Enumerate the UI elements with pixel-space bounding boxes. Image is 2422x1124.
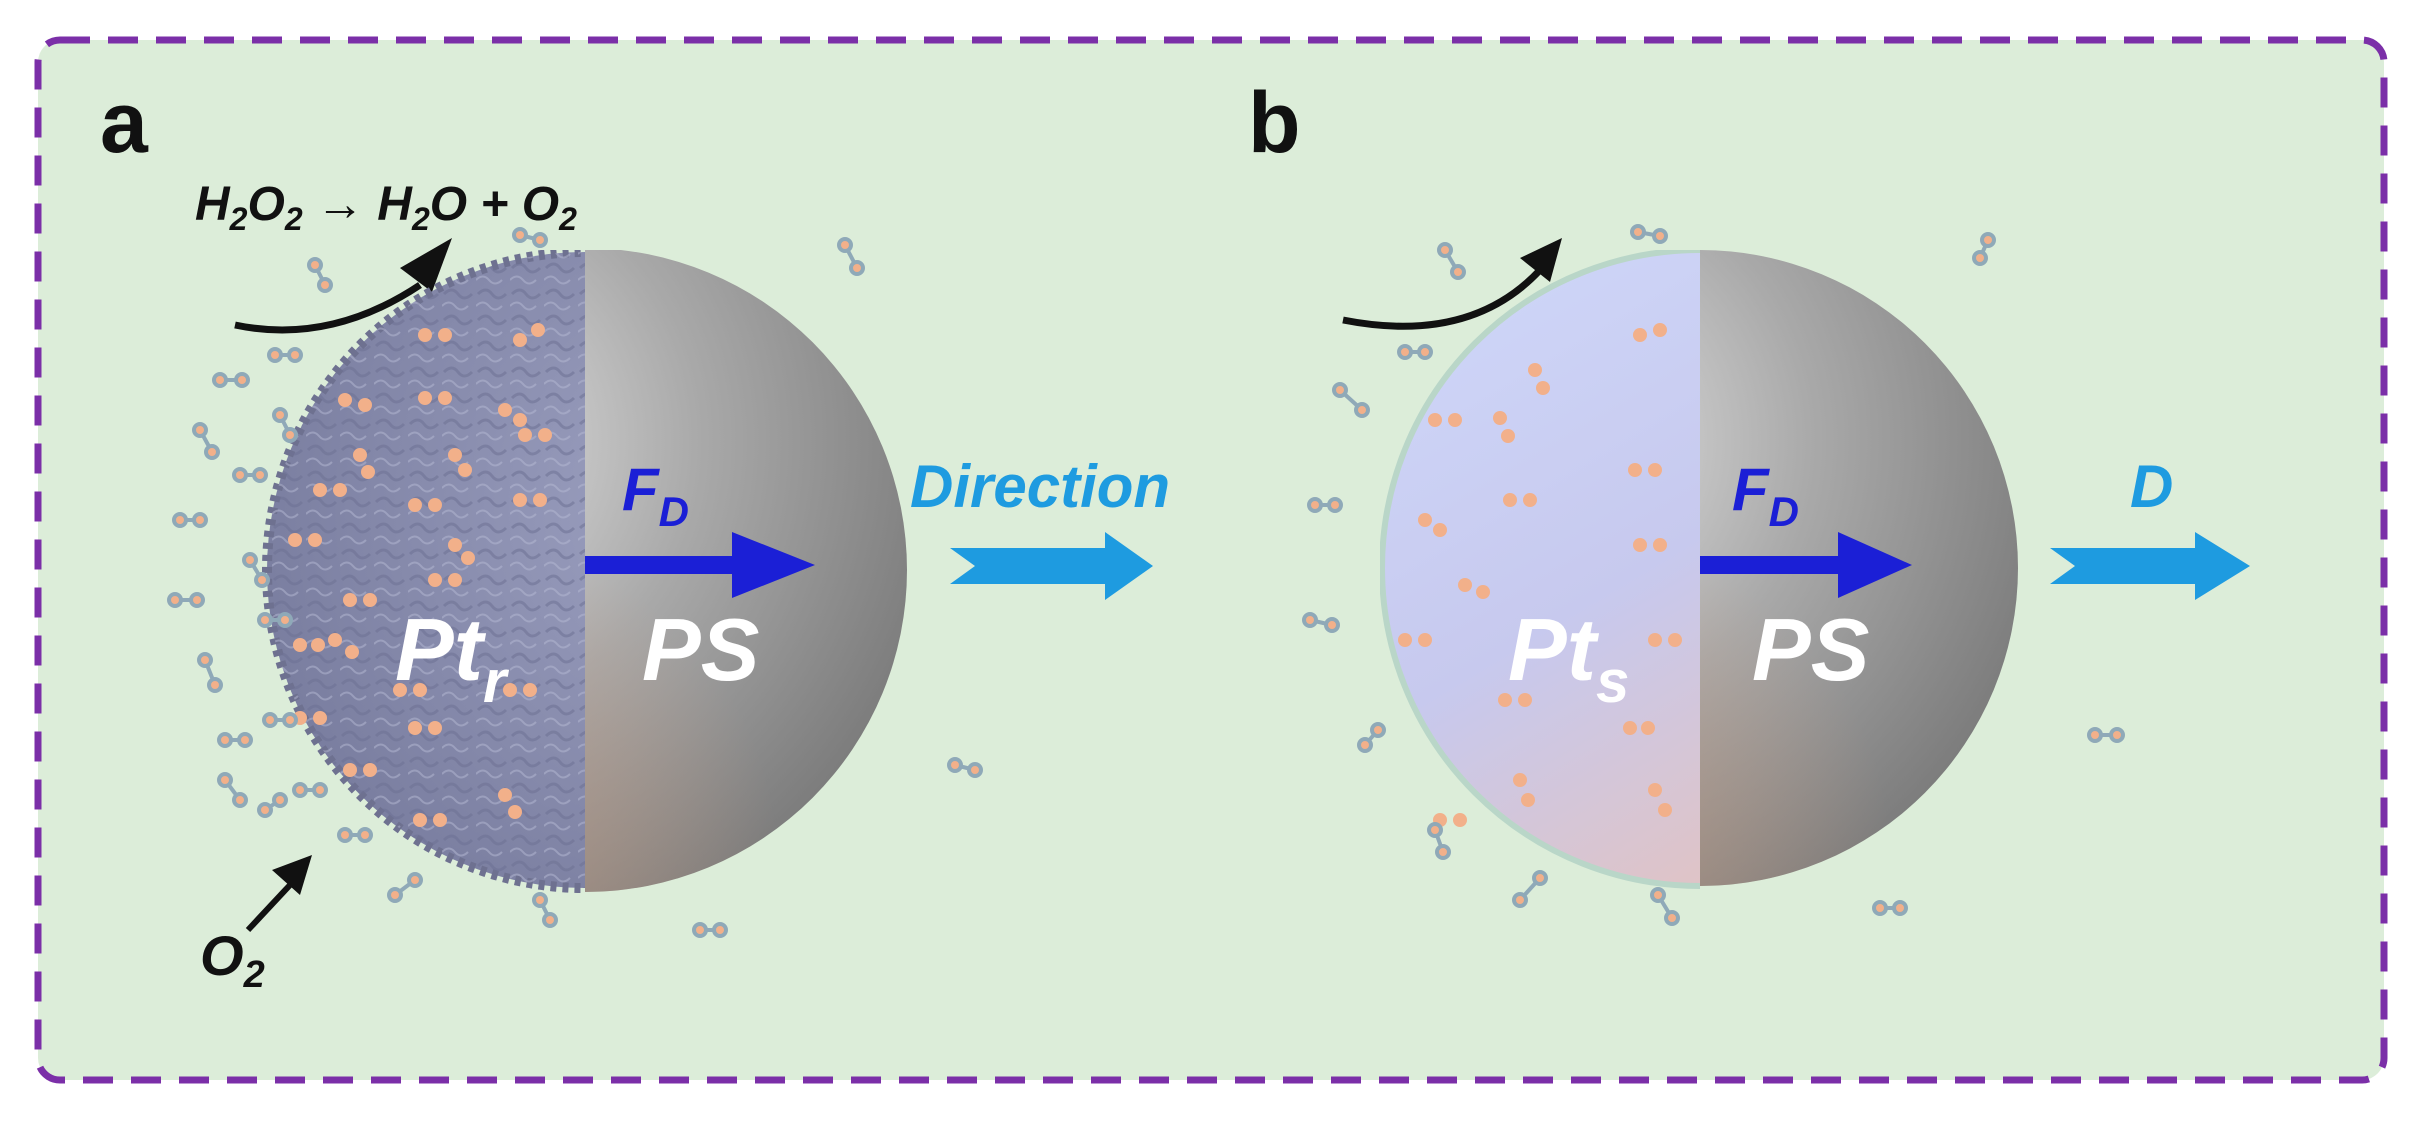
cap-label-a: Ptr <box>395 600 510 715</box>
panel-b: b <box>1248 75 2250 926</box>
scattered-molecules-a <box>167 227 983 938</box>
panel-a: a H2O2 → H2O + O2 <box>100 75 1170 996</box>
cap-label-b: Pts <box>1508 600 1629 715</box>
cap-oxygen-dots-b <box>1398 323 1682 827</box>
oxygen-label: O2 <box>200 924 265 996</box>
force-label-b: FD <box>1732 456 1799 535</box>
direction-arrow-a <box>950 532 1153 600</box>
reaction-arrowhead <box>400 238 452 292</box>
body-label-b: PS <box>1752 600 1869 699</box>
scattered-molecules-b <box>1302 224 2125 926</box>
smooth-pt-cap <box>1380 250 1700 889</box>
force-arrow-b <box>1700 532 1912 598</box>
reaction-equation: H2O2 → H2O + O2 <box>195 178 577 237</box>
direction-label-b: D <box>2130 453 2173 520</box>
direction-label-a: Direction <box>910 453 1170 520</box>
reaction-arrowhead-b <box>1520 238 1562 282</box>
body-label-a: PS <box>642 600 759 699</box>
oxygen-pointer-arrow <box>245 882 293 933</box>
reaction-curved-arrow-b <box>1342 267 1543 330</box>
panel-b-letter: b <box>1248 75 1301 171</box>
force-label-a: FD <box>622 456 689 535</box>
cap-oxygen-dots-a <box>288 323 552 827</box>
direction-arrow-b <box>2050 532 2250 600</box>
force-arrow-a <box>585 532 815 598</box>
oxygen-pointer-arrowhead <box>272 855 312 895</box>
reaction-curved-arrow <box>234 282 422 334</box>
panel-a-letter: a <box>100 75 149 171</box>
